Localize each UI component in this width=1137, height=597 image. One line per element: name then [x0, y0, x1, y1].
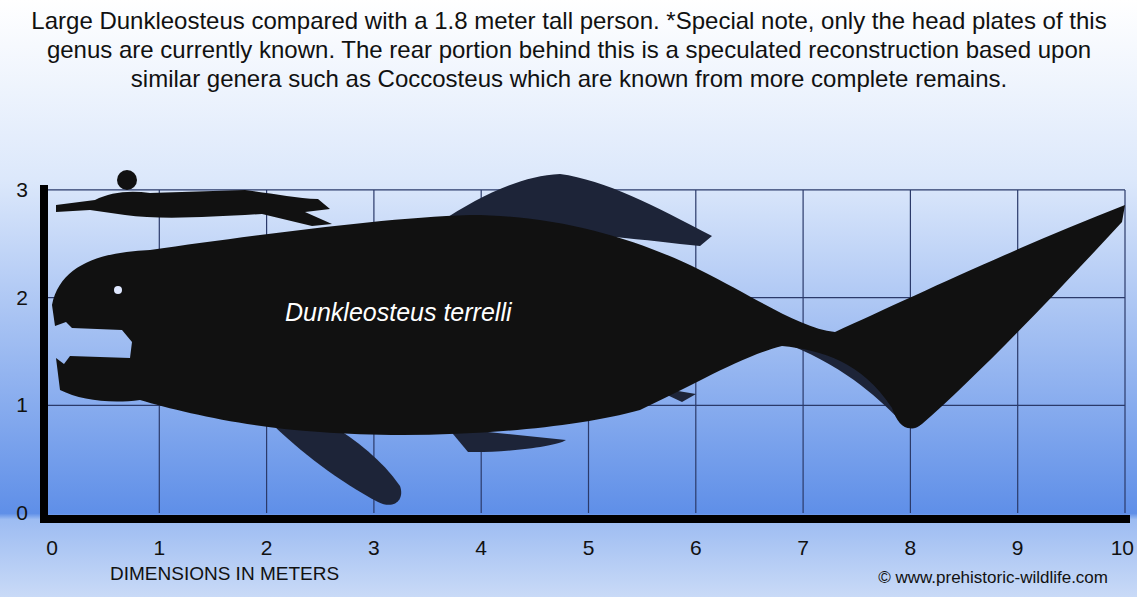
- axis-tick-label: 1: [153, 536, 165, 560]
- axis-tick-label: 1: [16, 393, 28, 417]
- chart-title: Large Dunkleosteus compared with a 1.8 m…: [14, 6, 1124, 93]
- grid-line: [802, 190, 803, 513]
- copyright-note: © www.prehistoric-wildlife.com: [878, 568, 1108, 588]
- axis-tick-label: 5: [583, 536, 595, 560]
- axis-tick-label: 3: [368, 536, 380, 560]
- grid-line: [1017, 190, 1018, 513]
- axis-tick-label: 2: [261, 536, 273, 560]
- dunkleosteus-silhouette: [52, 174, 1125, 505]
- species-label: Dunkleosteus terrelli: [285, 298, 512, 327]
- axis-tick-label: 9: [1012, 536, 1024, 560]
- grid-line: [1124, 190, 1125, 513]
- grid-lines: [44, 190, 1125, 513]
- horizontal-axis: [40, 515, 1130, 523]
- axis-tick-label: 2: [16, 286, 28, 310]
- axis-tick-label: 4: [475, 536, 487, 560]
- axis-tick-label: 6: [690, 536, 702, 560]
- axis-tick-label: 7: [797, 536, 809, 560]
- human-silhouette: [56, 170, 332, 226]
- axis-tick-label: 0: [46, 536, 58, 560]
- axis-tick-label: 3: [16, 178, 28, 202]
- axis-tick-label: 0: [16, 501, 28, 525]
- vertical-axis: [40, 185, 48, 523]
- axis-tick-label: 8: [905, 536, 917, 560]
- axis-tick-label: 10: [1111, 536, 1134, 560]
- axis-title: DIMENSIONS IN METERS: [110, 563, 339, 585]
